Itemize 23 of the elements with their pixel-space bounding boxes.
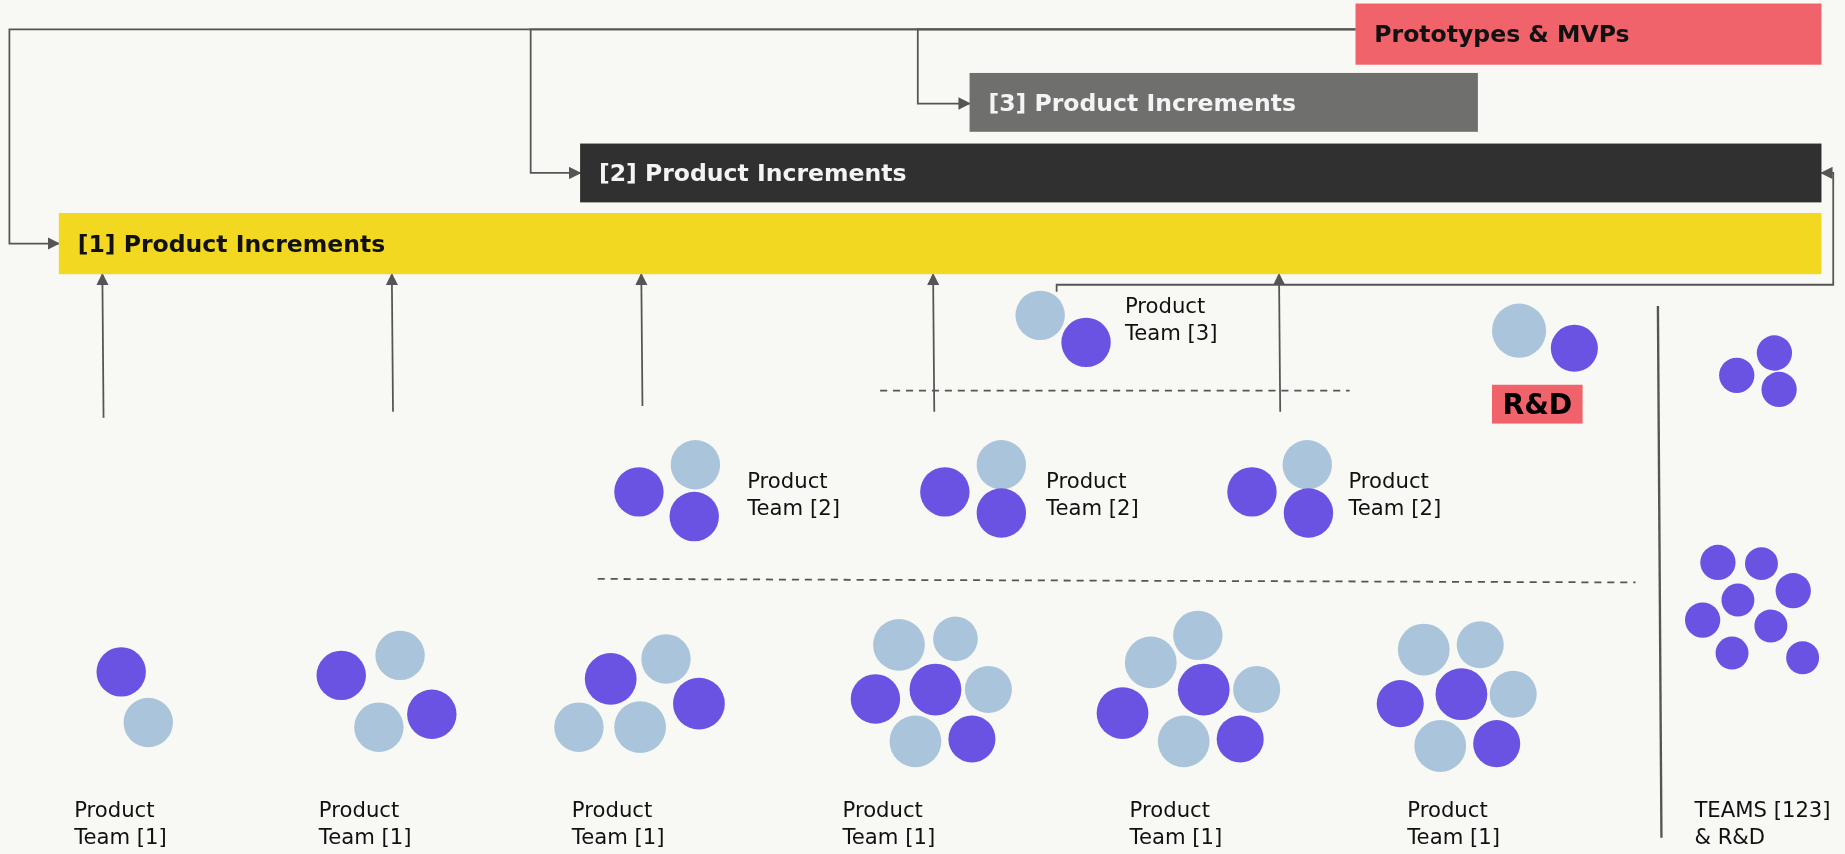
increment-bar: [3] Product Increments xyxy=(969,72,1478,132)
arrow xyxy=(916,28,1357,110)
team-label: Product Team [2] xyxy=(1348,467,1478,526)
team-label: Product Team [1] xyxy=(1407,795,1537,854)
team-label: Product Team [1] xyxy=(1129,795,1259,854)
arrow xyxy=(635,272,648,407)
arrow xyxy=(385,272,399,413)
team-label: Product Team [1] xyxy=(318,795,449,854)
team-label: Product Team [2] xyxy=(747,467,877,526)
arrow xyxy=(96,272,109,419)
increment-bar: Prototypes & MVPs xyxy=(1355,3,1822,65)
team-label: Product Team [2] xyxy=(1046,467,1176,526)
increment-bar: [2] Product Increments xyxy=(580,143,1822,203)
arrow xyxy=(1055,166,1835,293)
arrow xyxy=(927,272,940,413)
arrow xyxy=(1272,272,1286,413)
team-label: Product Team [3] xyxy=(1124,292,1219,346)
team-label: TEAMS [123] & R&D xyxy=(1694,795,1842,854)
tag-label: R&D xyxy=(1492,384,1583,424)
increment-bar: [1] Product Increments xyxy=(58,213,1822,275)
team-label: Product Team [1] xyxy=(842,795,972,854)
team-label: Product Team [1] xyxy=(571,795,702,854)
team-label: Product Team [1] xyxy=(74,795,204,854)
